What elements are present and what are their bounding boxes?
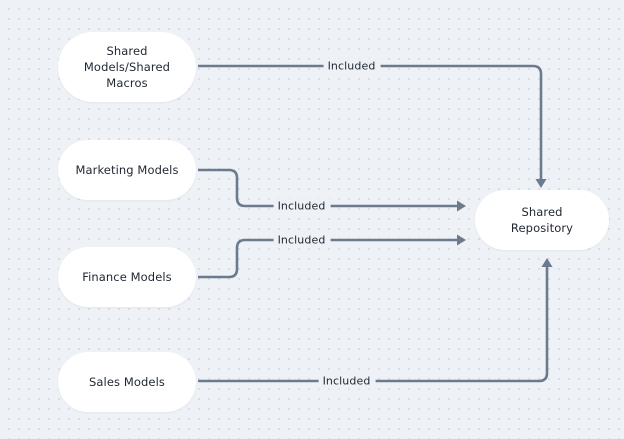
node-finance-models[interactable]: Finance Models <box>58 247 196 307</box>
node-marketing-models[interactable]: Marketing Models <box>58 140 196 200</box>
edge-path-edge-shared-models <box>198 64 543 180</box>
node-shared-models[interactable]: Shared Models/Shared Macros <box>58 32 196 102</box>
node-label: Finance Models <box>82 270 172 284</box>
arrowhead-edge-shared-models <box>535 179 547 188</box>
arrowhead-edge-marketing-models <box>457 200 466 212</box>
node-label: Sales Models <box>89 375 165 389</box>
edge-path-edge-finance-models <box>198 238 458 279</box>
edge-path-edge-sales-models <box>198 266 549 383</box>
arrowhead-edge-finance-models <box>457 234 466 246</box>
node-label: Shared Repository <box>510 205 574 235</box>
node-shared-repository[interactable]: Shared Repository <box>475 190 609 250</box>
edge-path-edge-marketing-models <box>198 168 458 208</box>
node-label: Shared Models/Shared Macros <box>83 44 171 90</box>
node-label: Marketing Models <box>75 163 179 177</box>
edge-label-edge-sales-models: Included <box>318 373 376 389</box>
edge-label-edge-marketing-models: Included <box>273 198 331 214</box>
edge-label-edge-finance-models: Included <box>273 232 331 248</box>
arrowhead-edge-sales-models <box>541 258 553 267</box>
edge-label-edge-shared-models: Included <box>323 58 381 74</box>
node-sales-models[interactable]: Sales Models <box>58 352 196 412</box>
